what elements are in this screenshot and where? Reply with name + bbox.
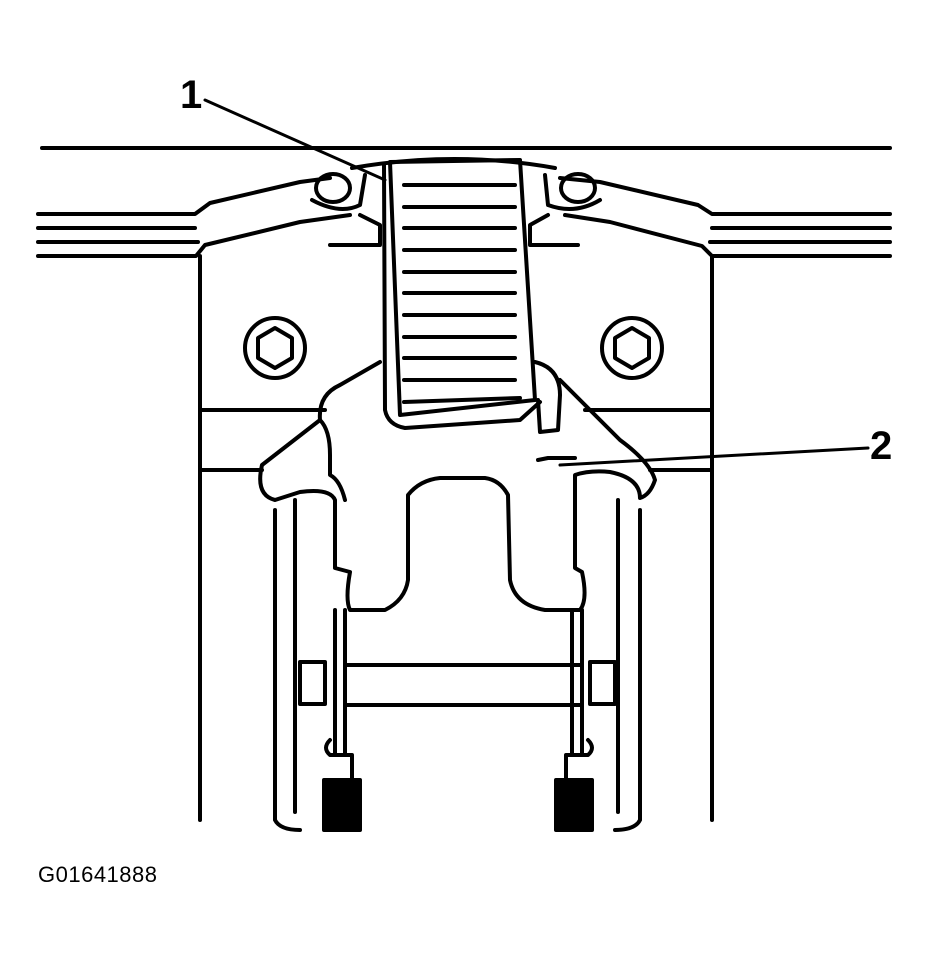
callout-1: 1: [180, 73, 203, 117]
right-bolt: [600, 316, 664, 380]
right-spring: [554, 778, 594, 832]
left-roller: [314, 172, 352, 204]
latch-plate: [258, 360, 657, 612]
figure-id: G01641888: [38, 862, 158, 887]
callout-2: 2: [870, 424, 893, 468]
left-rail: [36, 176, 352, 258]
leader-line-1: [203, 98, 387, 182]
housing-walls: [198, 254, 714, 822]
left-bolt: [243, 316, 307, 380]
left-spring: [322, 778, 362, 832]
right-roller: [559, 172, 597, 204]
leader-line-2: [558, 446, 870, 467]
right-rail: [558, 176, 892, 258]
release-lever: [382, 158, 562, 434]
inner-rails: [273, 498, 642, 832]
cross-bar: [298, 660, 617, 707]
